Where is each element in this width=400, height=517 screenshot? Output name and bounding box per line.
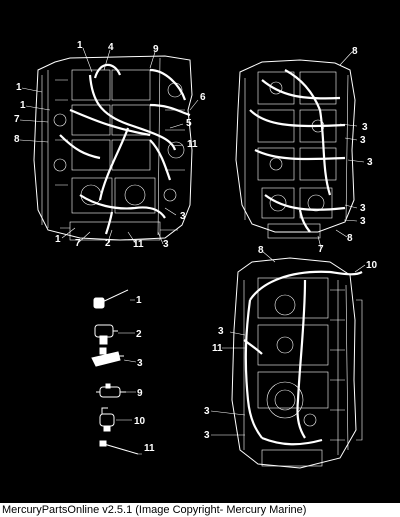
- leader-lines: [19, 47, 366, 436]
- callout-engine-left-5: 5: [186, 118, 192, 129]
- callout-parts-legend-11: 11: [144, 443, 155, 454]
- part-2-fitting-icon: [94, 324, 118, 345]
- callout-engine-left-4: 4: [108, 42, 114, 53]
- part-10-elbow-fitting-icon: [99, 407, 115, 432]
- callout-engine-right-3: 3: [362, 122, 368, 133]
- callout-engine-left-7: 7: [75, 238, 81, 249]
- callout-engine-bottom-8: 8: [258, 245, 264, 256]
- copyright-caption: MercuryPartsOnline v2.5.1 (Image Copyrig…: [2, 504, 307, 516]
- callout-parts-legend-1: 1: [136, 295, 142, 306]
- callout-engine-left-9: 9: [153, 44, 159, 55]
- callout-engine-right-3: 3: [360, 216, 366, 227]
- callout-engine-bottom-3: 3: [204, 430, 210, 441]
- callouts-legend: 1 2 3 9 10 11: [134, 295, 155, 454]
- callout-engine-bottom-10: 10: [366, 260, 378, 271]
- callout-engine-left-2: 2: [105, 238, 111, 249]
- callout-engine-left-1: 1: [16, 82, 22, 93]
- callout-parts-legend-2: 2: [136, 329, 142, 340]
- callout-engine-left-1: 1: [20, 100, 26, 111]
- callout-engine-left-11: 11: [133, 239, 144, 250]
- engine-view-bottom: [231, 257, 363, 469]
- callout-engine-right-3: 3: [360, 203, 366, 214]
- callout-engine-left-7: 7: [14, 114, 20, 125]
- callout-engine-left-6: 6: [200, 92, 206, 103]
- callout-engine-right-3: 3: [360, 135, 366, 146]
- callout-parts-legend-3: 3: [137, 358, 143, 369]
- callout-parts-legend-10: 10: [134, 416, 146, 427]
- callout-engine-left-11: 11: [187, 139, 198, 150]
- callouts-bottom: 8 10 3 11 3 3: [204, 245, 378, 441]
- callout-engine-bottom-11: 11: [212, 343, 223, 354]
- callout-engine-left-1: 1: [55, 234, 61, 245]
- callout-engine-right-8: 8: [352, 46, 358, 57]
- callout-engine-right-7: 7: [318, 244, 324, 255]
- callout-engine-left-8: 8: [14, 134, 20, 145]
- callout-engine-right-3: 3: [367, 157, 373, 168]
- callout-engine-bottom-3: 3: [218, 326, 224, 337]
- engine-view-right: [235, 59, 356, 239]
- callout-engine-left-1: 1: [77, 40, 83, 51]
- parts-legend: [91, 289, 142, 455]
- callout-engine-right-8: 8: [347, 233, 353, 244]
- part-1-hose-icon: [93, 289, 129, 309]
- engine-view-left: [33, 55, 193, 241]
- callout-engine-left-3: 3: [163, 239, 169, 250]
- part-9-check-valve-icon: [96, 383, 126, 398]
- callout-engine-left-3: 3: [180, 211, 186, 222]
- part-3-connector-icon: [91, 347, 124, 367]
- callout-engine-bottom-3: 3: [204, 406, 210, 417]
- callout-parts-legend-9: 9: [137, 388, 143, 399]
- part-11-cable-tie-icon: [99, 440, 139, 455]
